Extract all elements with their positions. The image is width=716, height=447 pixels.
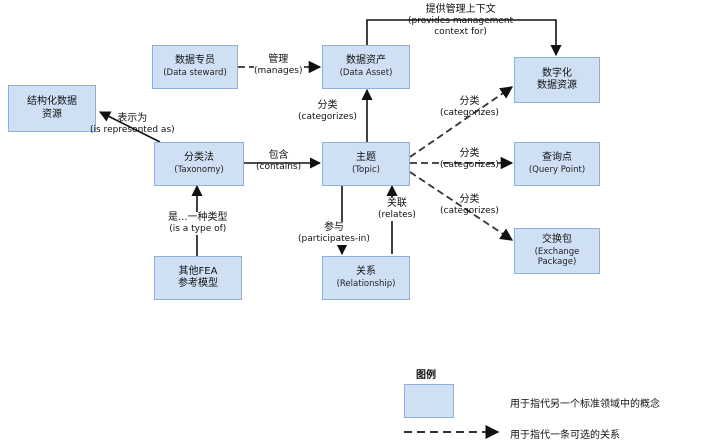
legend-title: 图例 bbox=[416, 370, 436, 381]
node-topic-en: (Topic) bbox=[351, 164, 380, 175]
node-data-steward-en: (Data steward) bbox=[163, 67, 227, 78]
label-provides-context-en: (provides management bbox=[408, 16, 514, 26]
label-relates: 关联 (relates) bbox=[378, 198, 416, 221]
node-data-steward: 数据专员 (Data steward) bbox=[152, 45, 238, 89]
label-manages-zh: 管理 bbox=[268, 54, 289, 65]
label-categorizes-query-en: (categorizes) bbox=[440, 160, 499, 170]
label-type-of-en: (is a type of) bbox=[169, 224, 227, 234]
label-categorizes-query-zh: 分类 bbox=[459, 148, 480, 159]
node-data-asset-zh: 数据资产 bbox=[346, 55, 386, 67]
label-type-of-zh: 是...一种类型 bbox=[168, 212, 228, 223]
label-participates-en: (participates-in) bbox=[298, 234, 370, 244]
label-represented-as-zh: 表示为 bbox=[117, 113, 148, 124]
label-categorizes-exchange: 分类 (categorizes) bbox=[440, 194, 499, 217]
edge-provides-context bbox=[366, 19, 562, 57]
node-taxonomy: 分类法 (Taxonomy) bbox=[154, 142, 244, 186]
node-digital-resource-zh2: 数据资源 bbox=[537, 80, 577, 91]
node-exchange-package-en2: Package) bbox=[537, 257, 577, 268]
node-query-point-en: (Query Point) bbox=[528, 164, 586, 175]
node-structured-resource: 结构化数据 资源 bbox=[8, 85, 96, 132]
node-exchange-package: 交换包 (Exchange Package) bbox=[514, 228, 600, 274]
node-other-fea-zh: 其他FEA bbox=[178, 265, 218, 277]
label-manages-en: (manages) bbox=[254, 66, 303, 76]
node-data-steward-zh: 数据专员 bbox=[175, 55, 215, 67]
node-taxonomy-zh: 分类法 bbox=[184, 152, 214, 164]
edge-categorizes-digital bbox=[409, 86, 514, 158]
label-categorizes-asset: 分类 (categorizes) bbox=[298, 100, 357, 123]
node-relationship-en: (Relationship) bbox=[336, 278, 396, 289]
node-query-point-zh: 查询点 bbox=[542, 152, 572, 164]
label-categorizes-exchange-en: (categorizes) bbox=[440, 206, 499, 216]
label-type-of: 是...一种类型 (is a type of) bbox=[168, 212, 228, 235]
node-relationship-zh: 关系 bbox=[356, 266, 376, 278]
label-contains: 包含 (contains) bbox=[256, 150, 301, 173]
node-other-fea-zh2: 参考模型 bbox=[178, 278, 218, 289]
label-contains-en: (contains) bbox=[256, 162, 302, 172]
label-categorizes-asset-zh: 分类 bbox=[317, 100, 338, 111]
label-categorizes-query: 分类 (categorizes) bbox=[440, 148, 499, 171]
label-categorizes-digital-en: (categorizes) bbox=[440, 108, 499, 118]
label-relates-zh: 关联 bbox=[386, 198, 407, 209]
legend-line-text: 用于指代一条可选的关系 bbox=[510, 430, 620, 441]
label-provides-context-en2: context for) bbox=[434, 26, 487, 37]
node-structured-resource-zh2: 资源 bbox=[42, 108, 62, 120]
node-data-asset: 数据资产 (Data Asset) bbox=[322, 45, 410, 89]
node-digital-resource-zh: 数字化 bbox=[542, 67, 572, 79]
node-other-fea: 其他FEA 参考模型 bbox=[154, 256, 242, 300]
label-categorizes-exchange-zh: 分类 bbox=[459, 194, 480, 205]
legend-box-text: 用于指代另一个标准领域中的概念 bbox=[510, 399, 660, 410]
node-taxonomy-en: (Taxonomy) bbox=[174, 164, 224, 175]
label-participates-zh: 参与 bbox=[323, 222, 344, 233]
edge-categorizes-exchange bbox=[409, 171, 514, 241]
node-exchange-package-zh: 交换包 bbox=[542, 234, 572, 246]
label-categorizes-digital: 分类 (categorizes) bbox=[440, 96, 499, 119]
label-relates-en: (relates) bbox=[378, 210, 416, 220]
label-represented-as-en: (is represented as) bbox=[90, 125, 175, 135]
node-structured-resource-zh: 结构化数据 bbox=[27, 96, 77, 107]
edge-represented-as bbox=[98, 111, 161, 143]
label-provides-context: 提供管理上下文 (provides management context for… bbox=[408, 4, 513, 38]
label-represented-as: 表示为 (is represented as) bbox=[90, 113, 175, 136]
label-participates: 参与 (participates-in) bbox=[298, 222, 370, 245]
node-topic: 主题 (Topic) bbox=[322, 142, 410, 186]
label-provides-context-zh: 提供管理上下文 bbox=[425, 4, 496, 15]
node-topic-zh: 主题 bbox=[356, 152, 376, 164]
label-manages: 管理 (manages) bbox=[254, 54, 303, 77]
legend-box-swatch bbox=[404, 384, 454, 418]
node-exchange-package-en: (Exchange bbox=[534, 246, 580, 257]
label-categorizes-digital-zh: 分类 bbox=[459, 96, 480, 107]
label-contains-zh: 包含 bbox=[268, 150, 289, 161]
node-query-point: 查询点 (Query Point) bbox=[514, 142, 600, 186]
label-categorizes-asset-en: (categorizes) bbox=[298, 112, 357, 122]
node-digital-resource: 数字化 数据资源 bbox=[514, 57, 600, 103]
node-relationship: 关系 (Relationship) bbox=[322, 256, 410, 300]
node-data-asset-en: (Data Asset) bbox=[339, 67, 393, 78]
